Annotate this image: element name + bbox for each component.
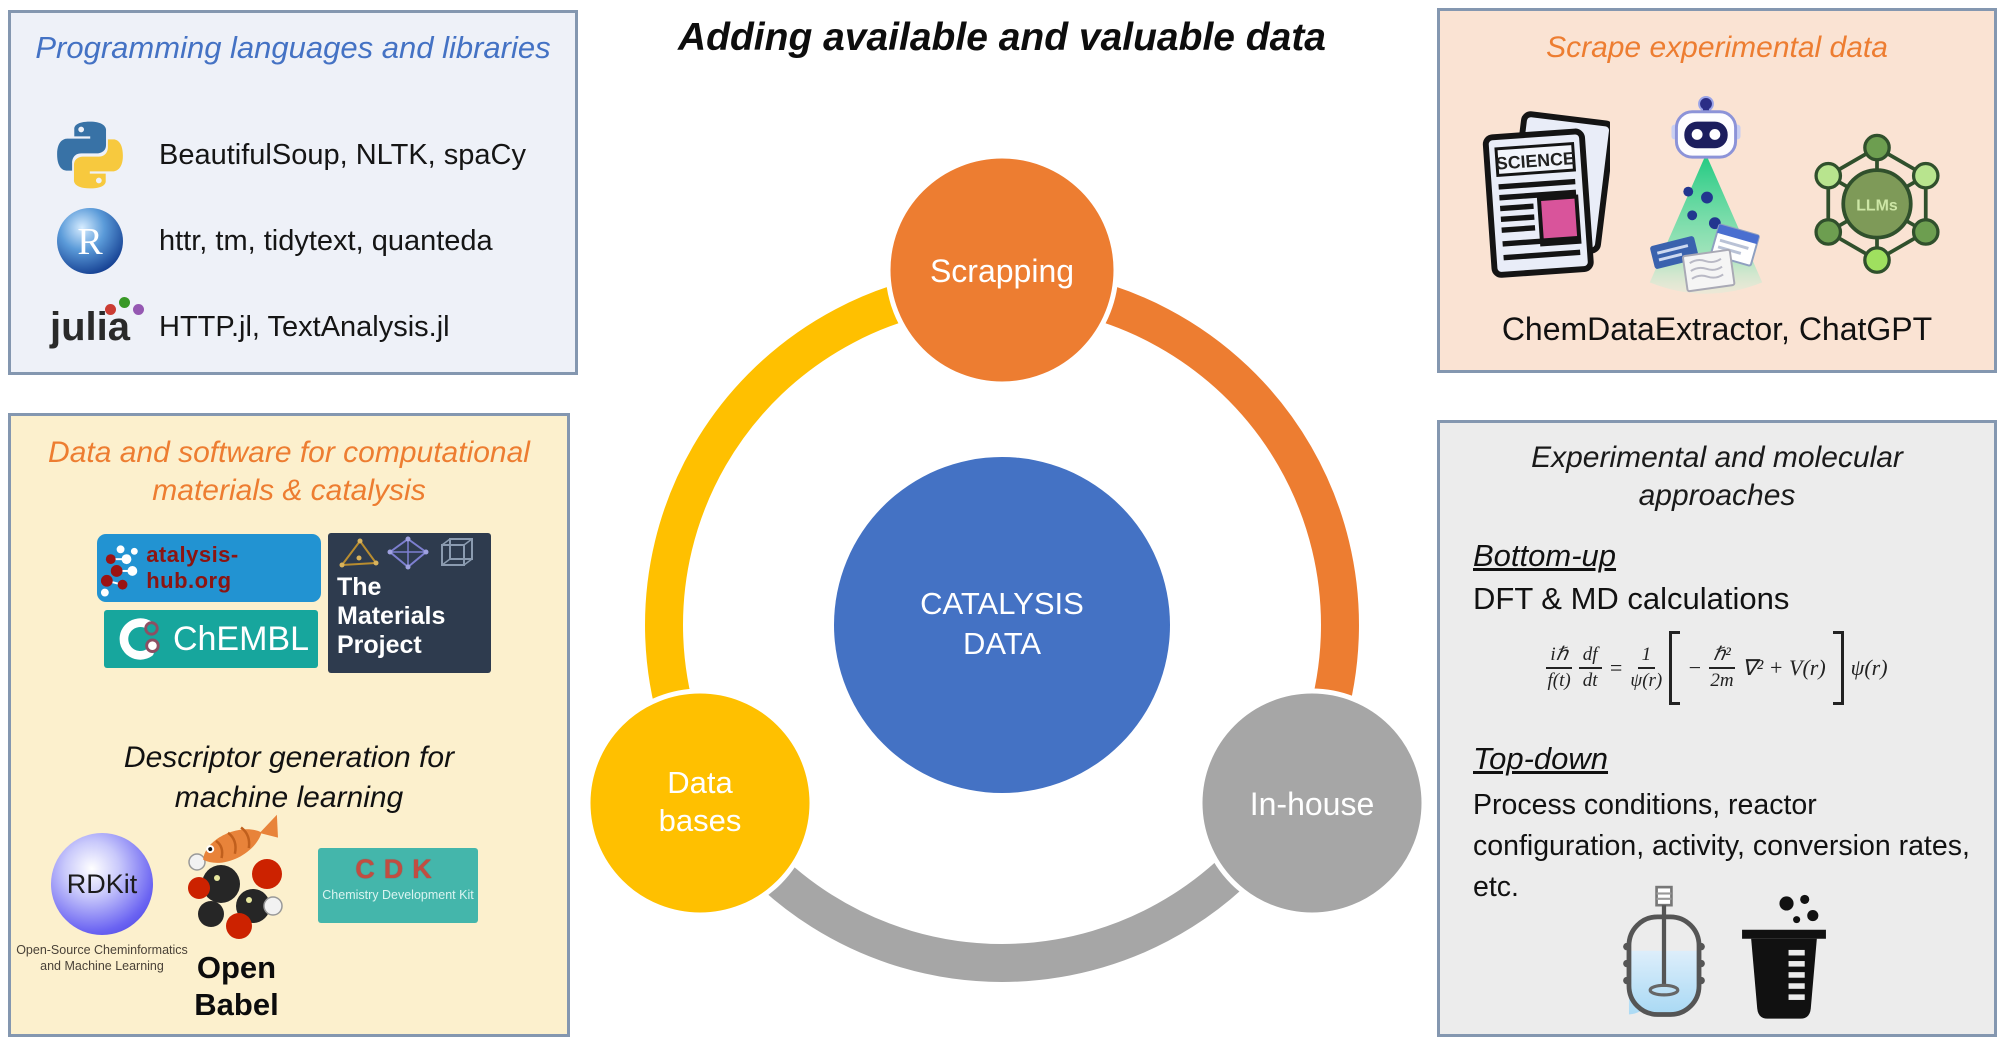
top-down-text: Process conditions, reactor configuratio… [1473, 789, 1970, 903]
panel-approaches-title: Experimental and molecular approaches [1531, 441, 1903, 512]
center-catalysis-circle [834, 457, 1170, 793]
julia-dot-green [118, 297, 130, 308]
node-inhouse-label: In-house [1250, 786, 1375, 822]
panel-data-software-title: Data and software for computational mate… [11, 434, 567, 510]
open-babel-fish [203, 814, 278, 863]
rdkit-logo: RDKit [51, 833, 153, 935]
catalysis-hub-molecule-icon [100, 545, 138, 597]
node-inhouse-circle [1197, 688, 1427, 918]
center-label-line2: DATA [963, 626, 1041, 661]
eq-right-bracket [1832, 631, 1844, 705]
beaker-icon [1742, 894, 1826, 1019]
chembl-c-icon [119, 618, 160, 660]
eq-minus: − [1687, 655, 1703, 680]
julia-dot-purple [132, 304, 144, 315]
eq-psi: ψ(r) [1850, 655, 1888, 680]
approach-icons-row [1610, 885, 1832, 1023]
panel-data-software-title-line2: materials & catalysis [152, 474, 426, 507]
eq-frac-2: df dt [1578, 644, 1602, 692]
r-row: R httr, tm, tidytext, quanteda [37, 199, 565, 283]
node-databases-label-line1: Data [667, 765, 733, 800]
r-icon: R [37, 205, 143, 277]
llm-network-icon: LLMs [1814, 133, 1940, 274]
rdkit-text: RDKit [66, 868, 138, 899]
julia-dot-red [104, 304, 116, 315]
figure-title: Adding available and valuable data [677, 16, 1326, 59]
eq-hamiltonian: ∇² + V(r) [1741, 655, 1826, 680]
cdk-logo: CDK Chemistry Development Kit [318, 848, 478, 923]
panel-data-software: Data and software for computational mate… [8, 413, 570, 1037]
science-newspaper-icon: SCIENCE [1482, 111, 1610, 278]
chembl-logo: ChEMBL [104, 610, 318, 668]
julia-row: julia HTTP.jl, TextAnalysis.jl [37, 285, 565, 369]
python-libraries: BeautifulSoup, NLTK, spaCy [159, 138, 526, 171]
node-scrapping-label: Scrapping [930, 253, 1074, 289]
rdkit-caption: Open-Source Cheminformatics and Machine … [16, 943, 188, 973]
scrape-tools-text: ChemDataExtractor, ChatGPT [1501, 311, 1933, 347]
materials-project-text: The Materials Project [337, 573, 446, 659]
open-babel-logo [188, 814, 283, 939]
julia-logo: julia [37, 297, 144, 349]
r-libraries: httr, tm, tidytext, quanteda [159, 224, 493, 257]
eq-frac-1: iℏ f(t) [1546, 644, 1572, 691]
schrodinger-equation: iℏ f(t) df dt = 1 ψ(r) − ℏ² 2m ∇² + V(r)… [1440, 631, 1994, 705]
bottom-up-label: Bottom-up [1473, 538, 1617, 573]
catalysis-hub-text: atalysis-hub.org [146, 542, 239, 593]
materials-project-logo: The Materials Project [328, 533, 491, 673]
cdk-text: CDK [355, 854, 441, 884]
panel-scrape-title: Scrape experimental data [1546, 31, 1888, 64]
panel-programming-title: Programming languages and libraries [35, 30, 551, 65]
node-scrapping-circle [885, 153, 1119, 387]
julia-wordmark: julia [49, 305, 131, 349]
top-down-label: Top-down [1473, 741, 1609, 776]
scrape-icons-row: SCIENCE [1440, 91, 1994, 311]
julia-libraries: HTTP.jl, TextAnalysis.jl [159, 310, 450, 343]
svg-text:LLMs: LLMs [1856, 197, 1898, 214]
panel-programming-languages: Programming languages and libraries Beau… [8, 10, 578, 375]
descriptor-heading: Descriptor generation for machine learni… [123, 741, 455, 814]
panel-approaches: Experimental and molecular approaches Bo… [1437, 420, 1997, 1037]
cdk-caption: Chemistry Development Kit [322, 888, 474, 902]
bottom-up-text: DFT & MD calculations [1473, 581, 1790, 616]
python-row: BeautifulSoup, NLTK, spaCy [37, 113, 565, 197]
svg-text:R: R [77, 221, 103, 263]
python-icon [37, 118, 143, 192]
eq-frac-4: ℏ² 2m [1709, 644, 1735, 691]
panel-data-software-title-line1: Data and software for computational [48, 436, 530, 469]
eq-equals: = [1608, 655, 1624, 680]
chembl-text: ChEMBL [172, 619, 310, 658]
catalysis-hub-logo: atalysis-hub.org [97, 534, 321, 602]
materials-project-crystals-icon [339, 536, 473, 570]
panel-scrape-experimental: Scrape experimental data SCIENCE [1437, 8, 1997, 373]
eq-frac-3: 1 ψ(r) [1630, 644, 1663, 691]
eq-left-bracket [1669, 631, 1681, 705]
node-databases-label-line2: bases [659, 803, 742, 838]
center-label-line1: CATALYSIS [920, 586, 1084, 621]
node-databases-circle [585, 688, 815, 918]
open-babel-text: Open Babel [194, 950, 279, 1022]
robot-scanner-icon [1649, 95, 1763, 294]
stirred-reactor-icon [1623, 885, 1705, 1017]
